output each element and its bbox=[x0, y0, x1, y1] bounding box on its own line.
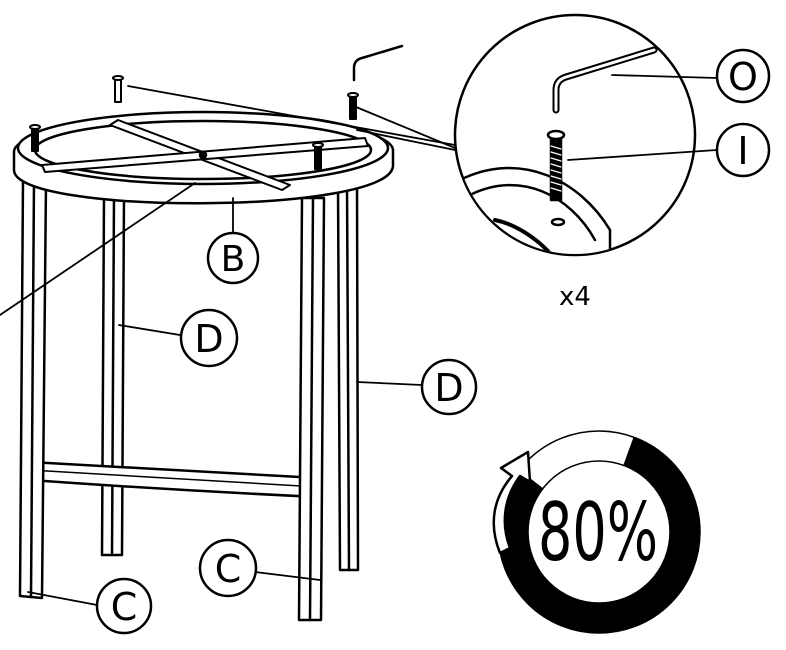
callout-C-mid: C bbox=[198, 538, 258, 598]
callout-O: O bbox=[715, 48, 771, 104]
screw-1 bbox=[112, 75, 124, 103]
progress-arc bbox=[497, 437, 700, 634]
label-B: B bbox=[221, 239, 246, 280]
label-C-mid: C bbox=[215, 547, 242, 591]
callout-D-left: D bbox=[179, 308, 239, 368]
ring-screws bbox=[29, 75, 359, 170]
quantity-text: x4 bbox=[559, 282, 591, 312]
screw-2 bbox=[347, 92, 359, 120]
screw-4 bbox=[312, 142, 324, 170]
progress-indicator: 80% bbox=[492, 430, 701, 634]
front-legs bbox=[18, 178, 326, 622]
label-D-left: D bbox=[194, 317, 223, 361]
hex-key-small bbox=[352, 44, 404, 82]
progress-arrow-icon bbox=[492, 450, 532, 555]
callout-D-right: D bbox=[420, 358, 478, 416]
detail-inset bbox=[453, 13, 718, 257]
callout-B: B bbox=[206, 231, 260, 285]
label-D-right: D bbox=[434, 366, 463, 410]
detail-leader-lines bbox=[0, 85, 456, 316]
lower-ring bbox=[28, 460, 320, 499]
label-O: O bbox=[728, 55, 758, 99]
progress-text: 80% bbox=[538, 486, 658, 579]
label-C-left: C bbox=[111, 585, 138, 629]
callout-leaders bbox=[27, 197, 423, 606]
label-I: I bbox=[737, 129, 748, 173]
top-ring bbox=[12, 110, 395, 205]
screw-detail bbox=[546, 129, 566, 202]
screw-3 bbox=[29, 124, 41, 152]
callout-C-left: C bbox=[95, 577, 153, 635]
callout-I: I bbox=[715, 122, 771, 178]
